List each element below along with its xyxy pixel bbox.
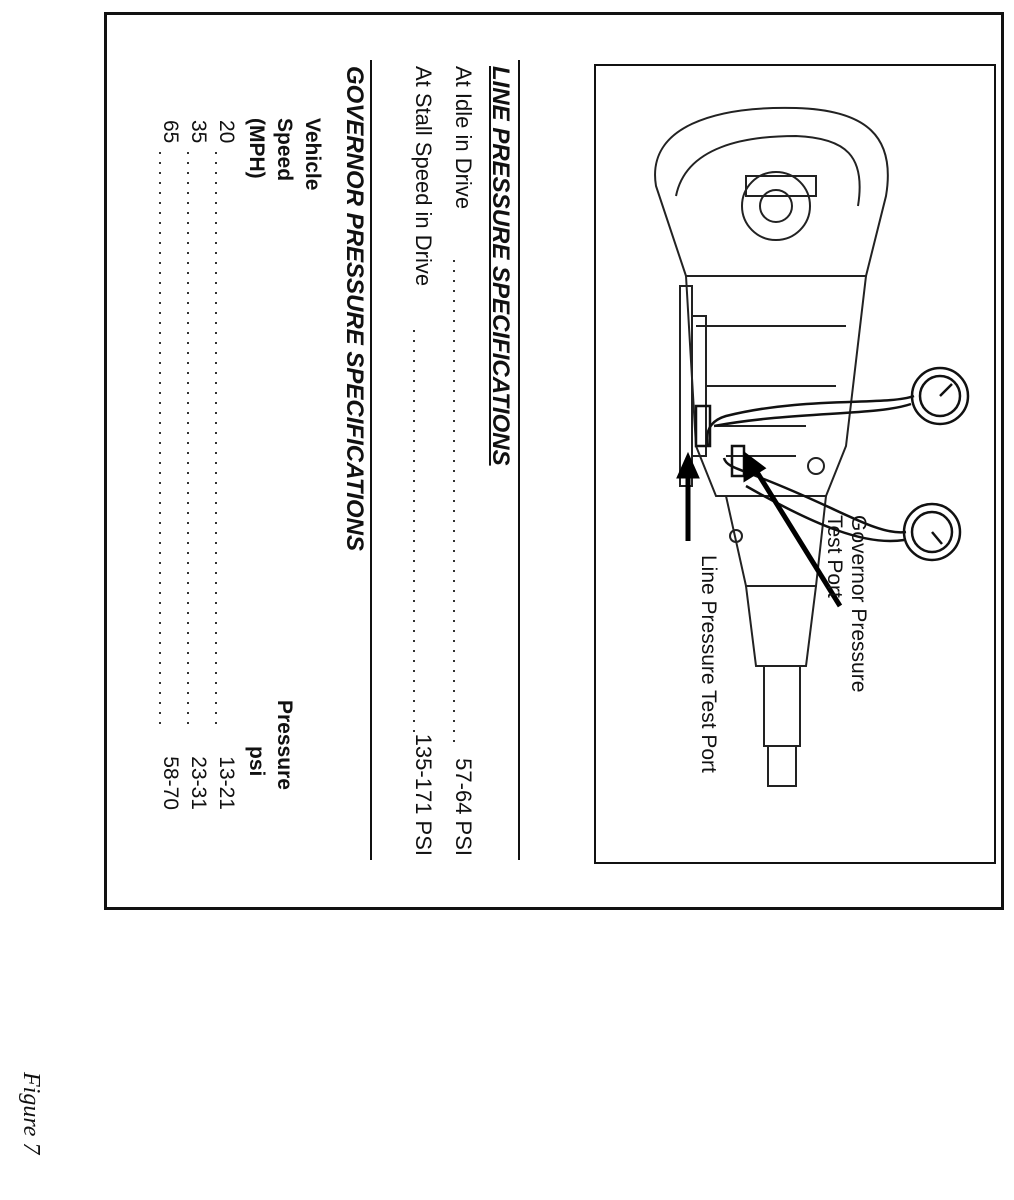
transmission-drawing (654, 106, 970, 787)
callout-line-pressure: Line Pressure Test Port (697, 555, 720, 773)
spec-text-block: LINE PRESSURE SPECIFICATIONS At Idle in … (125, 60, 520, 920)
callout-governor-line2: Test Port (823, 515, 846, 598)
transmission-illustration (594, 64, 996, 864)
figure-caption: Figure 7 (18, 1072, 44, 1155)
figure-frame (104, 12, 1004, 910)
governor-leader-dots (159, 152, 217, 730)
illustration-callouts: Governor Pressure Test Port Line Pressur… (697, 515, 870, 773)
callout-governor-line1: Governor Pressure (847, 515, 870, 693)
leader-dots (413, 260, 455, 750)
